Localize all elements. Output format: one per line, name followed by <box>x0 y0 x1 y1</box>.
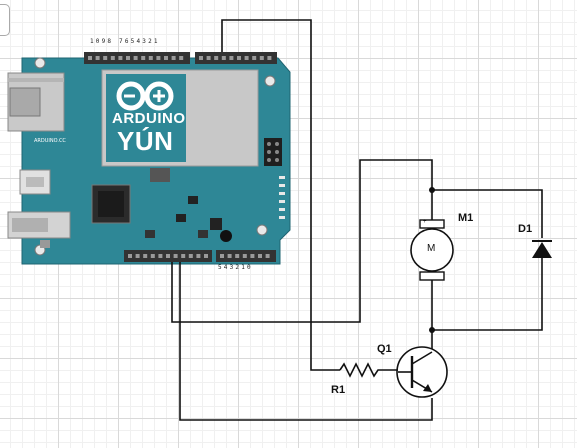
header-pin <box>126 56 130 60</box>
arduino-yun-board[interactable] <box>7 52 291 265</box>
header-pin <box>206 56 211 60</box>
header-pin <box>250 254 255 258</box>
mounting-hole <box>34 57 46 69</box>
bottom-pin-labels: 543210 <box>218 264 253 271</box>
status-leds <box>279 176 285 219</box>
header-pin <box>258 254 262 258</box>
wire-digital-to-resistor[interactable] <box>221 19 340 371</box>
arduino-logo-icon <box>116 81 174 111</box>
header-pin <box>199 56 203 60</box>
header-pin <box>227 254 232 258</box>
brand-small-text: ARDUINO.CC <box>34 138 66 144</box>
smd-part <box>188 196 198 204</box>
header-pin <box>103 56 108 60</box>
wires <box>171 19 543 421</box>
header-pin <box>196 254 201 258</box>
header-pin <box>118 56 123 60</box>
header-pin <box>179 56 184 60</box>
diode-label: D1 <box>518 223 533 235</box>
logo-text-arduino: ARDUINO <box>112 110 186 127</box>
header-pin <box>221 56 226 60</box>
header-pin <box>252 56 257 60</box>
transistor-label: Q1 <box>377 343 392 355</box>
motor-label: M1 <box>458 212 474 224</box>
header-pin <box>110 56 115 60</box>
transistor-icon <box>396 346 448 398</box>
motor-icon <box>410 228 454 272</box>
smd-part <box>176 214 186 222</box>
reset-button[interactable] <box>40 240 50 248</box>
mounting-hole <box>256 224 268 236</box>
svg-text:+: + <box>423 219 427 225</box>
logo-text-yun: YÚN <box>117 126 174 156</box>
header-pin <box>235 254 240 258</box>
header-pin <box>164 56 168 60</box>
smd-part <box>150 168 170 182</box>
smd-part <box>198 230 208 238</box>
header-pin <box>259 56 264 60</box>
microcontroller-die <box>98 191 124 217</box>
ethernet-trim <box>8 78 64 82</box>
usb-host-socket <box>12 218 48 232</box>
smd-part <box>210 218 222 230</box>
header-pins <box>88 56 272 60</box>
motor-m1[interactable]: + <box>410 219 454 281</box>
micro-usb-socket <box>26 177 44 187</box>
icsp-header <box>264 138 282 166</box>
header-pin <box>171 56 176 60</box>
mounting-hole <box>264 75 276 87</box>
ethernet-socket <box>9 87 41 117</box>
top-pin-labels: 1098 7654321 <box>90 38 160 45</box>
header-pin <box>148 56 153 60</box>
header-pin <box>244 56 249 60</box>
header-pin <box>158 254 163 258</box>
diode-d1[interactable] <box>532 240 552 258</box>
header-pin <box>242 254 247 258</box>
header-pin <box>214 56 219 60</box>
header-pin <box>150 254 155 258</box>
wire-motor-to-diode-cathode[interactable] <box>432 189 543 238</box>
header-pin <box>265 254 270 258</box>
header-pin <box>88 56 92 60</box>
header-pin <box>267 56 272 60</box>
resistor-label: R1 <box>331 384 346 396</box>
header-pin <box>173 254 178 258</box>
header-pin <box>141 56 146 60</box>
smd-part <box>145 230 155 238</box>
resistor-r1[interactable] <box>339 362 398 378</box>
header-pin <box>237 56 241 60</box>
panel-edge-tab[interactable] <box>0 4 10 36</box>
transistor-q1[interactable] <box>396 346 448 398</box>
header-pin <box>95 56 100 60</box>
crystal <box>220 230 232 242</box>
header-pin <box>220 254 224 258</box>
diode-icon <box>532 242 552 258</box>
header-pin <box>143 254 148 258</box>
header-pin <box>128 254 132 258</box>
header-pin <box>188 254 193 258</box>
header-pin <box>229 56 234 60</box>
header-pin <box>166 254 170 258</box>
wire-supply-to-motor[interactable] <box>171 159 433 323</box>
header-pins <box>128 254 270 258</box>
motor-symbol: M <box>427 243 436 254</box>
digital-header-low <box>195 52 277 64</box>
header-pin <box>133 56 138 60</box>
wire-ground-to-emitter[interactable] <box>179 262 433 421</box>
header-pin <box>156 56 161 60</box>
header-pin <box>204 254 208 258</box>
header-pin <box>135 254 140 258</box>
header-pin <box>181 254 186 258</box>
junction-dots <box>429 187 435 333</box>
wire-diode-anode[interactable] <box>432 258 543 331</box>
resistor-icon <box>339 362 398 378</box>
